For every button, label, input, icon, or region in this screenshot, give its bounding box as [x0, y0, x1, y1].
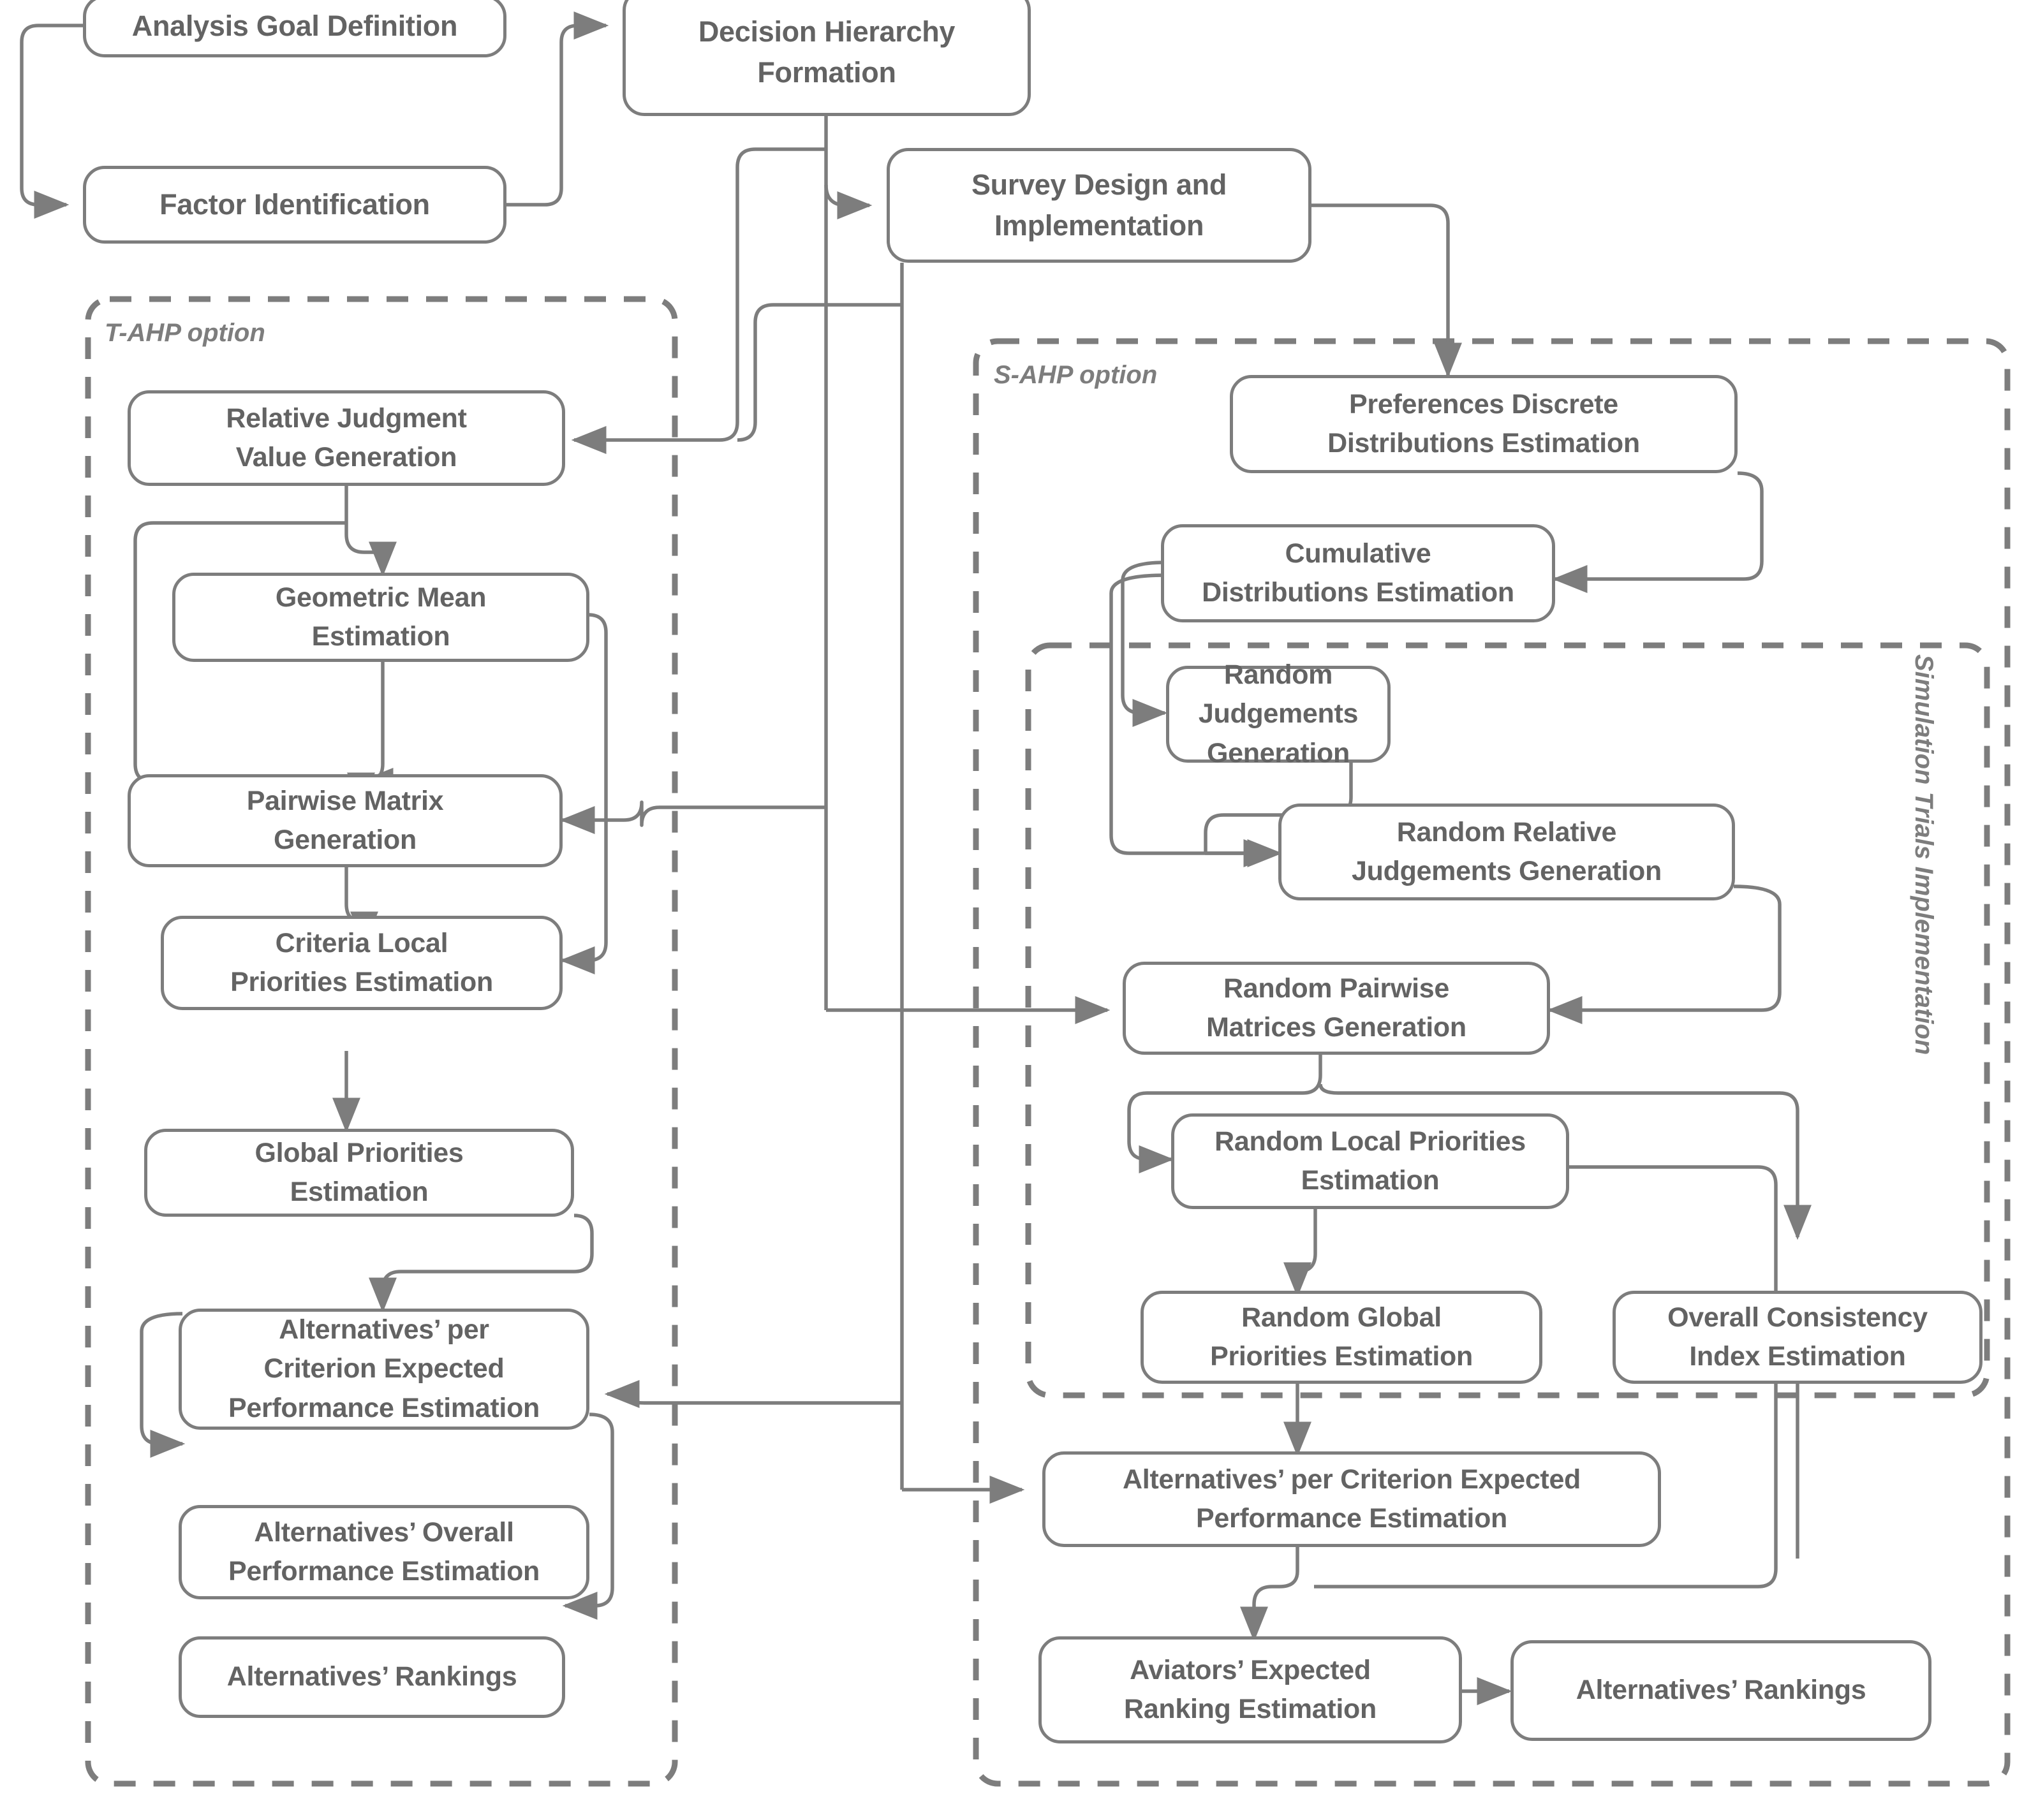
edge-altpercrit-to-altoverall — [140, 1312, 186, 1458]
node-alt-rankings-s-label: Alternatives’ Rankings — [1576, 1675, 1866, 1706]
edge-survey-to-alt-per-criterion-t — [604, 1380, 902, 1408]
edge-randomrel-to-randompairwise — [1547, 884, 1782, 1024]
group-label-sim-trials: Simulation Trials Implementation — [1909, 650, 1938, 1059]
group-frame-s-ahp — [973, 338, 2011, 1787]
edge-randomlocal-to-randomglobal — [1283, 1209, 1317, 1298]
node-alt-rankings-s[interactable]: Alternatives’ Rankings — [1510, 1640, 1931, 1741]
edge-geometric-to-criteria-local — [559, 613, 608, 974]
edge-goal-to-factor — [20, 24, 83, 219]
node-factor-identification[interactable]: Factor Identification — [83, 166, 506, 244]
edge-geometric-to-pairwise — [358, 662, 394, 796]
node-factor-identification-label: Factor Identification — [159, 188, 430, 221]
edge-altoverall-to-altrankings — [562, 1413, 614, 1620]
edge-altpercrit-s-to-aviators — [1240, 1542, 1299, 1642]
group-label-t-ahp: T-AHP option — [101, 319, 269, 348]
edge-survey-to-pref-discrete — [1311, 203, 1462, 378]
edge-hierarchy-to-survey — [824, 184, 873, 219]
edge-factor-to-hierarchy — [506, 11, 609, 207]
edge-cumulative-to-random-relative — [1109, 573, 1283, 867]
group-frame-sim-trials — [1025, 642, 1990, 1398]
edge-relative-to-geometric — [344, 486, 397, 577]
node-alt-rankings-t-label: Alternatives’ Rankings — [226, 1661, 517, 1692]
edge-global-to-alt-per-criterion — [369, 1214, 594, 1313]
node-alt-rankings-t[interactable]: Alternatives’ Rankings — [179, 1636, 565, 1718]
edge-pref-to-cumulative — [1552, 471, 1764, 593]
edge-cumulative-to-random-judgements — [1121, 561, 1168, 727]
edge-relative-bypass-pairwise — [133, 521, 363, 801]
edge-randompairwise-to-randomlocal — [1127, 1053, 1322, 1173]
edge-hierarchy-to-pairwise — [559, 800, 826, 834]
group-label-s-ahp: S-AHP option — [990, 361, 1162, 390]
node-analysis-goal[interactable]: Analysis Goal Definition — [83, 0, 506, 57]
edge-hierarchy-to-relative — [571, 147, 826, 454]
node-analysis-goal-label: Analysis Goal Definition — [131, 10, 458, 43]
edge-randompairwise-to-consistency — [1318, 1083, 1812, 1240]
edge-survey-to-relative — [737, 303, 902, 442]
